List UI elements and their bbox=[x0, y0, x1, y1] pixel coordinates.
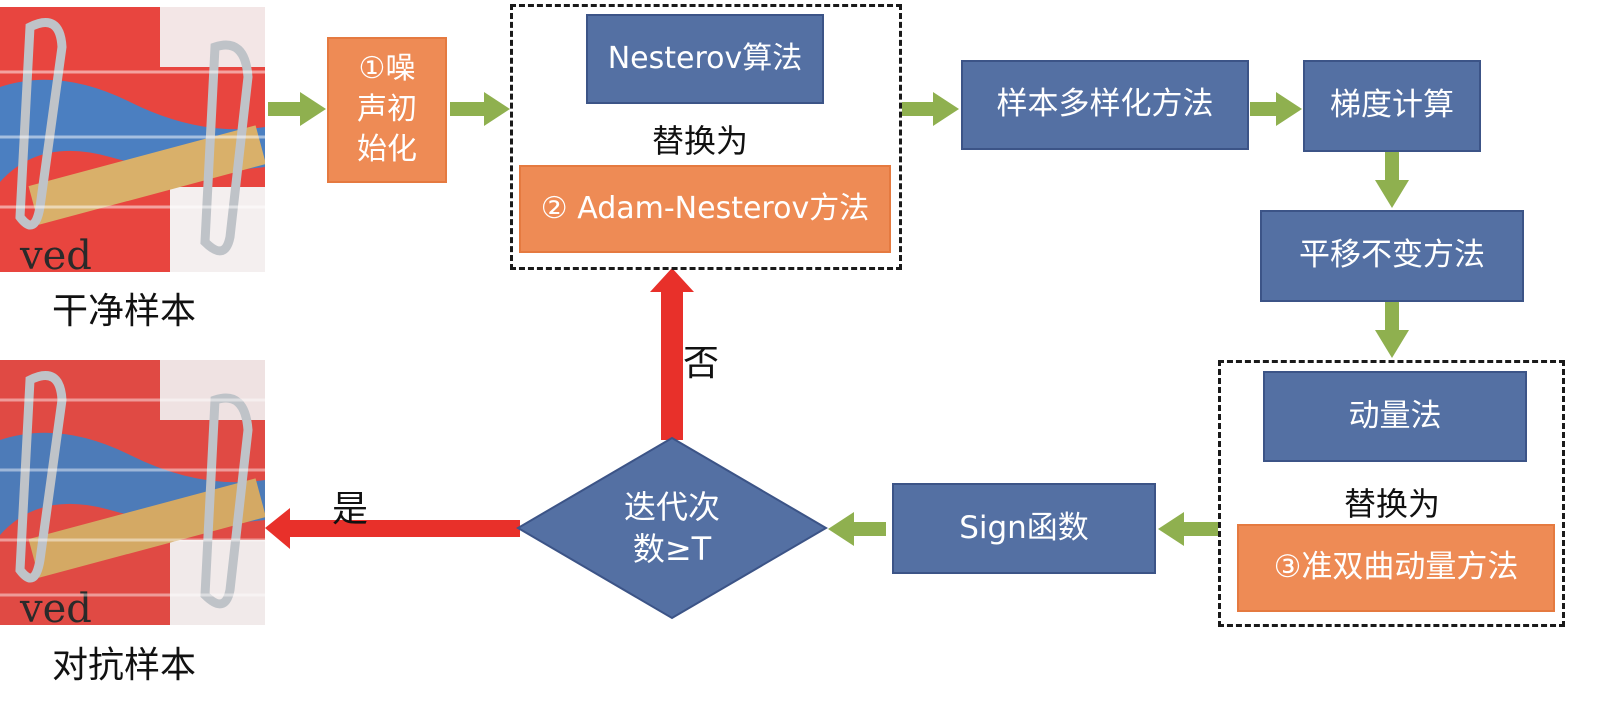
adversarial-image-text: ved bbox=[19, 586, 92, 625]
noise-init-box: ①噪 声初 始化 bbox=[327, 37, 447, 183]
momentum-group-frame bbox=[1218, 360, 1565, 627]
nesterov-box: Nesterov算法 bbox=[586, 14, 824, 104]
arrow-nesterov-to-diversity bbox=[902, 92, 959, 126]
noise-init-line2: 声初 bbox=[357, 91, 417, 127]
noise-init-line3: 始化 bbox=[357, 132, 417, 168]
momentum-box: 动量法 bbox=[1263, 371, 1527, 462]
arrow-sign-to-decision bbox=[828, 512, 886, 546]
arrow-init-to-nesterov bbox=[450, 92, 510, 126]
translation-box: 平移不变方法 bbox=[1260, 210, 1524, 302]
arrow-momentum-to-sign bbox=[1158, 512, 1218, 546]
adversarial-sample-image: ved bbox=[0, 360, 265, 625]
clean-sample-image: ved bbox=[0, 7, 265, 272]
arrow-decision-no bbox=[650, 268, 694, 440]
nesterov-group-frame bbox=[510, 4, 902, 270]
adversarial-sample-caption: 对抗样本 bbox=[52, 645, 197, 686]
gradient-box: 梯度计算 bbox=[1303, 60, 1481, 152]
quasi-hyperbolic-box: ③准双曲动量方法 bbox=[1237, 524, 1555, 612]
momentum-replace-label: 替换为 bbox=[1344, 485, 1441, 523]
decision-line1: 迭代次 bbox=[624, 488, 720, 526]
adam-nesterov-box: ② Adam-Nesterov方法 bbox=[519, 165, 891, 253]
clean-image-text: ved bbox=[19, 233, 92, 272]
decision-line2: 数≥T bbox=[633, 530, 712, 568]
sign-function-box: Sign函数 bbox=[892, 483, 1156, 574]
yes-label: 是 bbox=[332, 489, 369, 530]
arrow-translation-to-momentum bbox=[1375, 302, 1409, 358]
no-label: 否 bbox=[683, 343, 720, 384]
diversity-box: 样本多样化方法 bbox=[961, 60, 1249, 150]
arrow-diversity-to-gradient bbox=[1250, 92, 1302, 126]
decision-diamond bbox=[516, 436, 828, 620]
arrow-clean-to-init bbox=[268, 92, 326, 126]
clean-sample-caption: 干净样本 bbox=[52, 291, 197, 332]
noise-init-line1: ①噪 bbox=[358, 51, 416, 87]
arrow-decision-yes bbox=[265, 508, 520, 549]
arrow-gradient-to-translation bbox=[1375, 152, 1409, 208]
nesterov-replace-label: 替换为 bbox=[652, 122, 749, 160]
